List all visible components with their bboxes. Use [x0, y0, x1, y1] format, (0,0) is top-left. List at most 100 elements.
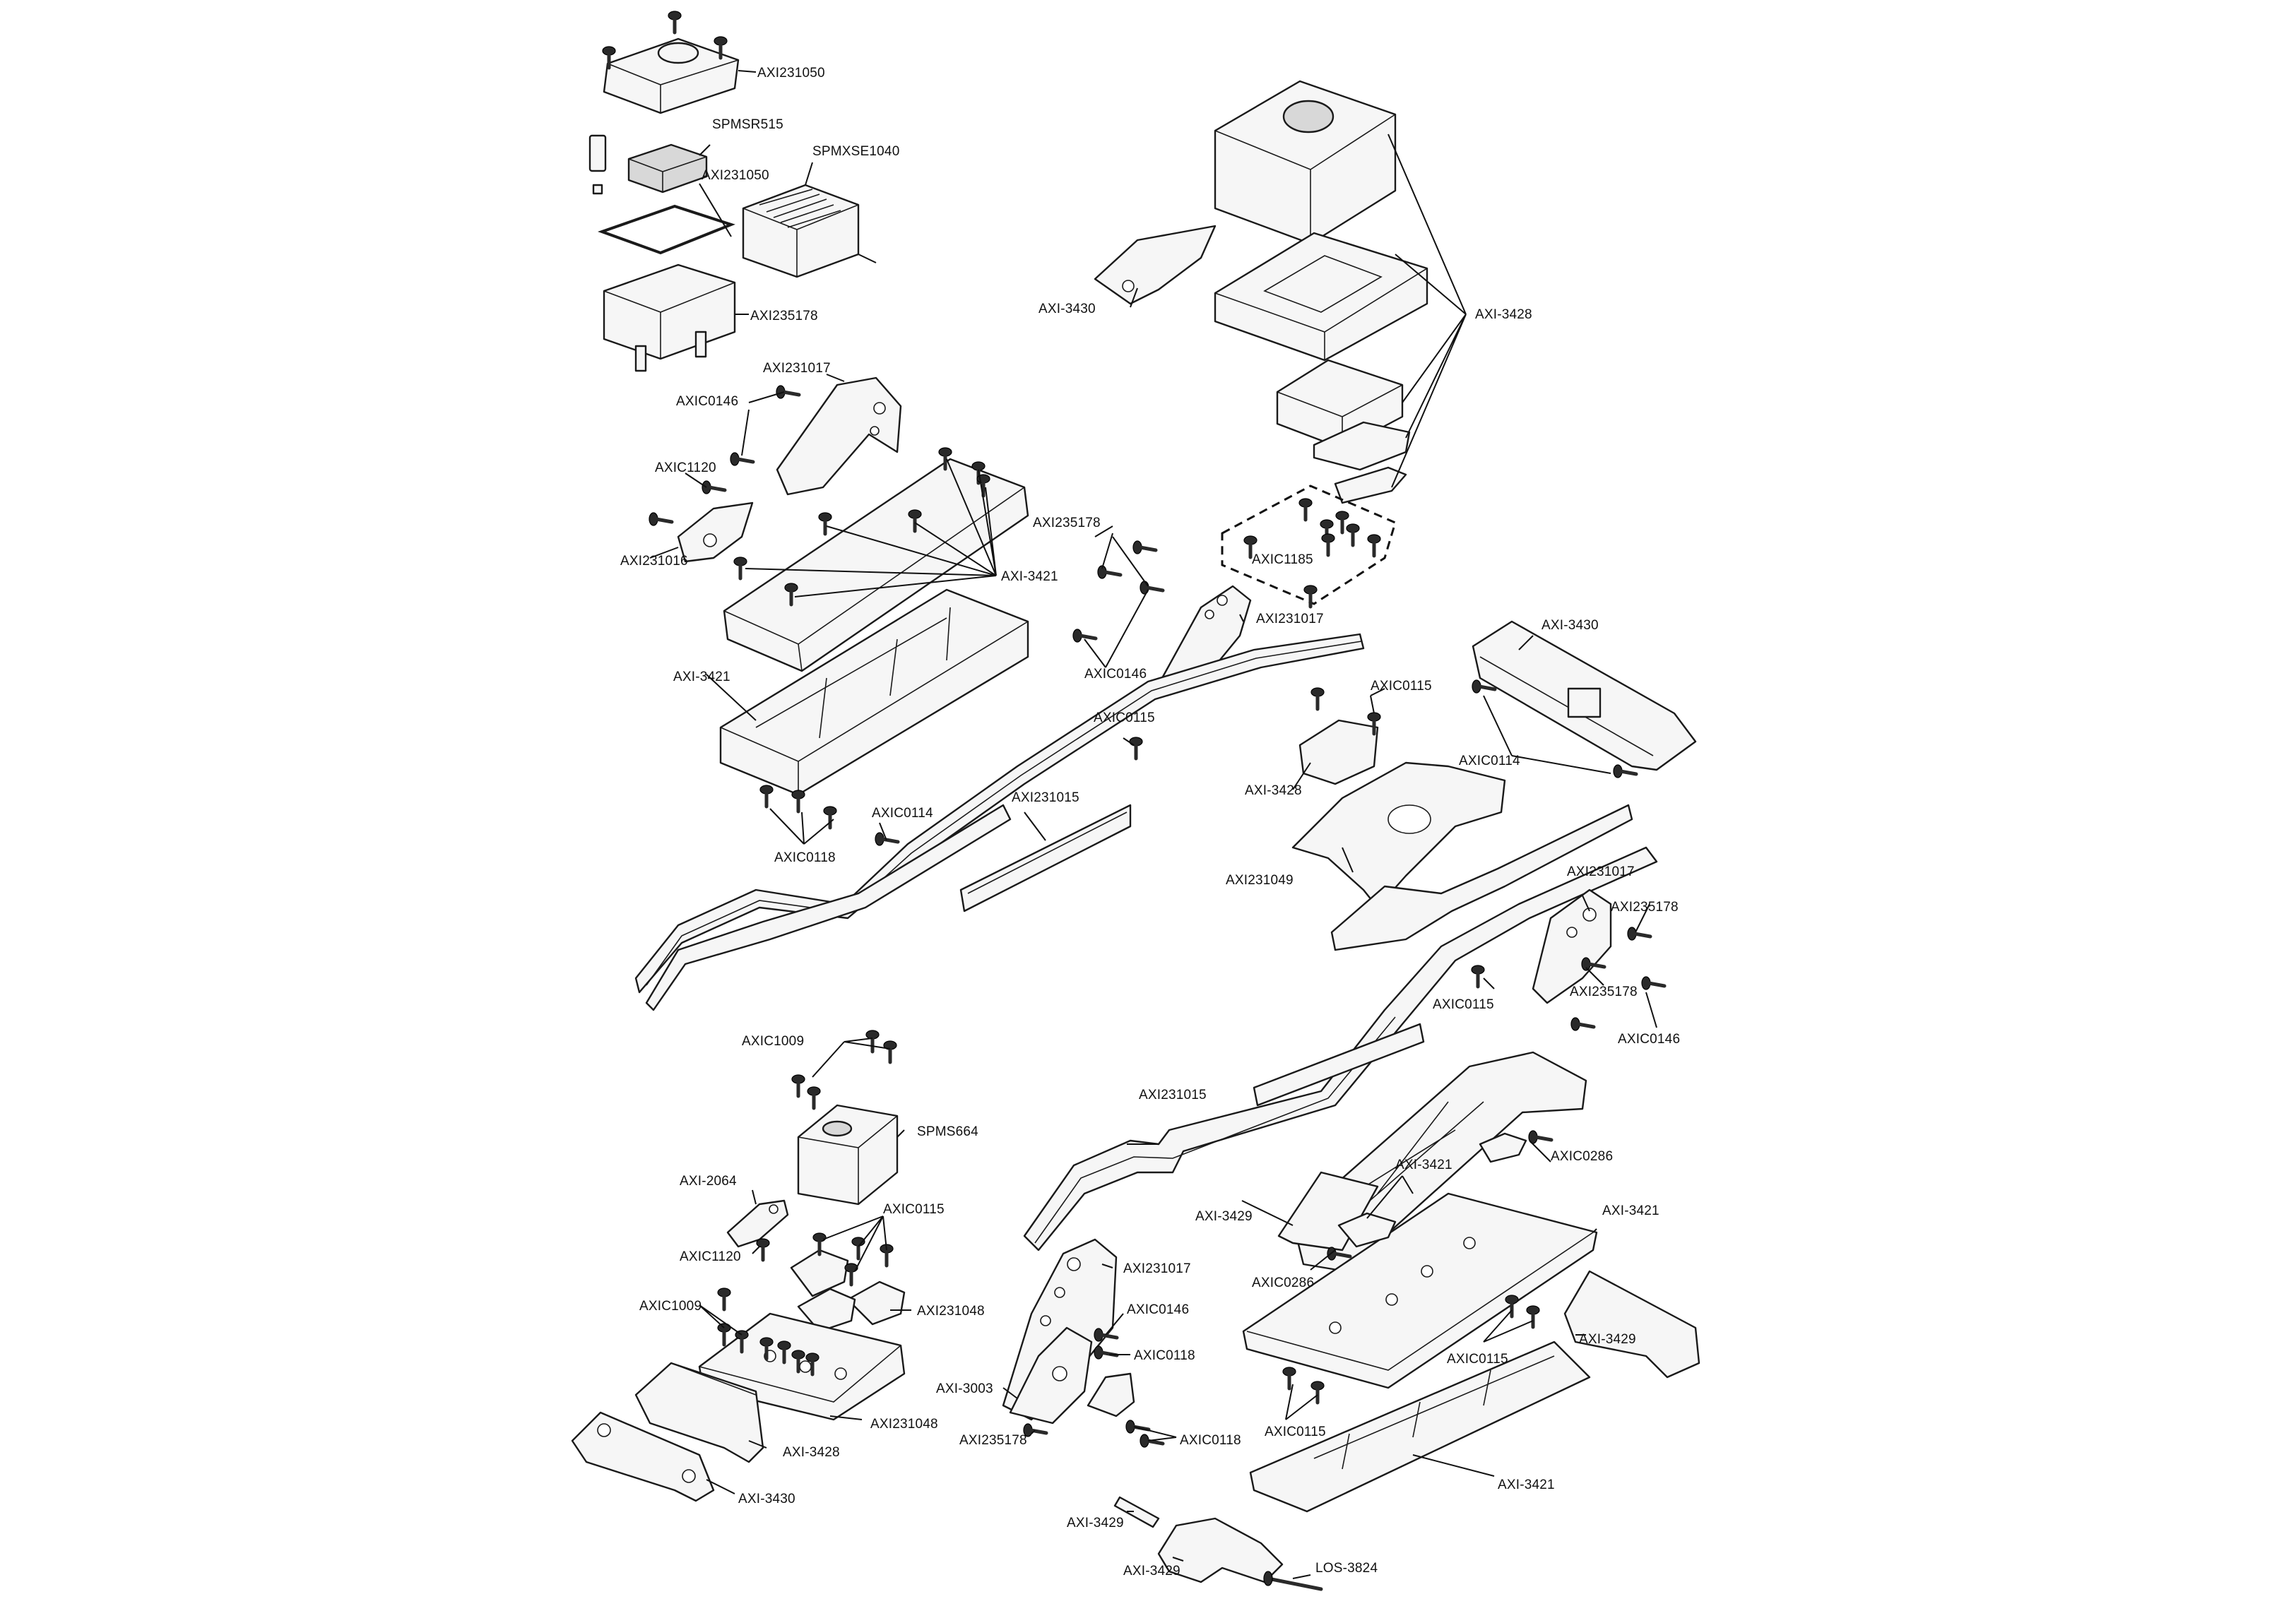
- frame-rail-lower: [1023, 846, 1658, 1252]
- servo: [797, 1104, 899, 1206]
- label-l45: AXIC0286: [1551, 1149, 1613, 1164]
- label-l27: AXI231017: [1567, 864, 1635, 879]
- label-l30: AXIC0115: [1433, 997, 1494, 1012]
- label-l13: AXIC0146: [1084, 667, 1147, 682]
- battery-tray-bottom: [719, 588, 1029, 796]
- servo-mount-blocks: [790, 1249, 906, 1333]
- label-l38: AXI231048: [917, 1304, 985, 1319]
- label-l2: SPMSR515: [712, 117, 783, 132]
- label-l29: AXI235178: [1570, 985, 1638, 999]
- label-l31: AXIC0146: [1618, 1032, 1680, 1047]
- label-l33: SPMS664: [917, 1124, 978, 1139]
- label-l35: AXIC1120: [680, 1249, 741, 1264]
- label-l4: AXI231050: [702, 168, 769, 183]
- rear-link-bracket: [1157, 1517, 1284, 1583]
- label-l57: AXI-3421: [1498, 1478, 1555, 1492]
- servo-horn: [726, 1199, 789, 1248]
- label-l53: AXIC0118: [1180, 1433, 1241, 1448]
- label-l52: AXI235178: [959, 1433, 1027, 1448]
- label-l26: AXI231049: [1226, 873, 1294, 888]
- label-l44: AXI-3421: [1395, 1158, 1452, 1172]
- frame-rail-side-left: [645, 804, 1012, 1011]
- link-pin: [1113, 1496, 1160, 1528]
- receiver-box-base: [603, 263, 736, 372]
- bumper-links-lower: [571, 1411, 715, 1502]
- label-l18: AXI-3430: [1038, 302, 1096, 316]
- battery-tray-top: [723, 458, 1029, 672]
- label-l49: AXIC0146: [1127, 1302, 1189, 1317]
- frame-rail-side-channel: [959, 804, 1132, 912]
- upper-shock-mount-left: [776, 376, 902, 496]
- box-mount-plate: [1214, 232, 1428, 362]
- label-l56: AXIC0115: [1265, 1425, 1326, 1439]
- battery-plate-blocks: [1337, 1132, 1527, 1248]
- mount-strap: [1334, 466, 1407, 504]
- label-l6: AXI231017: [763, 361, 831, 376]
- label-l51: AXI-3003: [936, 1381, 993, 1396]
- label-l46: AXI-3421: [1602, 1203, 1659, 1218]
- label-l36: AXIC0115: [883, 1202, 945, 1217]
- label-l3: SPMXSE1040: [812, 144, 899, 159]
- label-l28: AXI235178: [1611, 900, 1679, 915]
- label-l10: AXI235178: [1033, 516, 1101, 530]
- label-l7: AXIC0146: [676, 394, 738, 409]
- label-l54: AXIC0115: [1447, 1352, 1508, 1367]
- label-l15: AXIC0114: [872, 806, 933, 821]
- label-l40: AXI-3428: [783, 1445, 840, 1460]
- link-bolt: [1263, 1571, 1323, 1591]
- receiver: [588, 134, 708, 195]
- label-l24: AXIC0114: [1459, 754, 1520, 768]
- crossmember: [1291, 761, 1506, 909]
- label-l20: AXIC1185: [1252, 552, 1313, 567]
- part-labels: AXI231050 SPMSR515 SPMXSE1040 AXI231050 …: [620, 66, 1680, 1579]
- link-mount-small: [1087, 1372, 1135, 1417]
- axic1185-screw-group: [1221, 484, 1397, 607]
- label-l42: AXI231015: [1139, 1088, 1207, 1102]
- frame-rail-right: [1330, 804, 1633, 951]
- label-l39: AXI231048: [870, 1417, 938, 1432]
- label-l22: AXIC0115: [1371, 679, 1432, 694]
- battery-plate: [1242, 1192, 1598, 1389]
- mount-bracket: [677, 501, 754, 563]
- label-l16: AXI231015: [1012, 790, 1079, 805]
- axi-3003-mount: [1009, 1326, 1093, 1425]
- esc-unit: [742, 184, 877, 278]
- label-l55: AXI-3429: [1579, 1332, 1636, 1347]
- label-l41: AXI-3430: [738, 1492, 795, 1506]
- frame-rail-side-channel-lower: [1253, 1023, 1425, 1107]
- bumper-link-right: [1563, 1270, 1700, 1379]
- label-l50: AXIC0118: [1134, 1348, 1195, 1363]
- skid-plate-lower: [1249, 1340, 1591, 1513]
- servo-horn-bracket: [1094, 225, 1217, 305]
- label-l23: AXI-3430: [1541, 618, 1599, 633]
- label-l60: LOS-3824: [1315, 1561, 1378, 1576]
- receiver-box-lid: [603, 37, 740, 114]
- label-l19: AXI-3428: [1475, 307, 1532, 322]
- label-l43: AXI-3429: [1195, 1209, 1253, 1224]
- label-l11: AXI-3421: [1001, 569, 1058, 584]
- leader-lines: [649, 70, 1657, 1579]
- shock-mount-right: [1532, 888, 1612, 1004]
- label-l8: AXIC1120: [655, 460, 716, 475]
- label-l25: AXI-3428: [1245, 783, 1302, 798]
- front-bumper: [1472, 620, 1697, 771]
- label-l9: AXI231016: [620, 554, 688, 569]
- accessory-box: [1214, 80, 1397, 245]
- label-l5: AXI235178: [750, 309, 818, 323]
- label-l1: AXI231050: [757, 66, 825, 81]
- label-l17: AXIC0115: [1094, 711, 1155, 725]
- servo-horn-screw: [757, 1239, 769, 1260]
- label-l14: AXIC0118: [774, 850, 836, 865]
- label-l12: AXI-3421: [673, 670, 730, 684]
- front-bumper-lower: [634, 1362, 764, 1463]
- label-l58: AXI-3429: [1067, 1516, 1124, 1530]
- label-l47: AXIC0286: [1252, 1276, 1314, 1290]
- label-l21: AXI231017: [1256, 612, 1324, 626]
- label-l48: AXI231017: [1123, 1261, 1191, 1276]
- label-l34: AXI-2064: [680, 1174, 737, 1189]
- receiver-gasket: [598, 204, 735, 255]
- label-l59: AXI-3429: [1123, 1564, 1180, 1579]
- mount-plate-small: [1313, 421, 1411, 471]
- label-l32: AXIC1009: [742, 1034, 804, 1049]
